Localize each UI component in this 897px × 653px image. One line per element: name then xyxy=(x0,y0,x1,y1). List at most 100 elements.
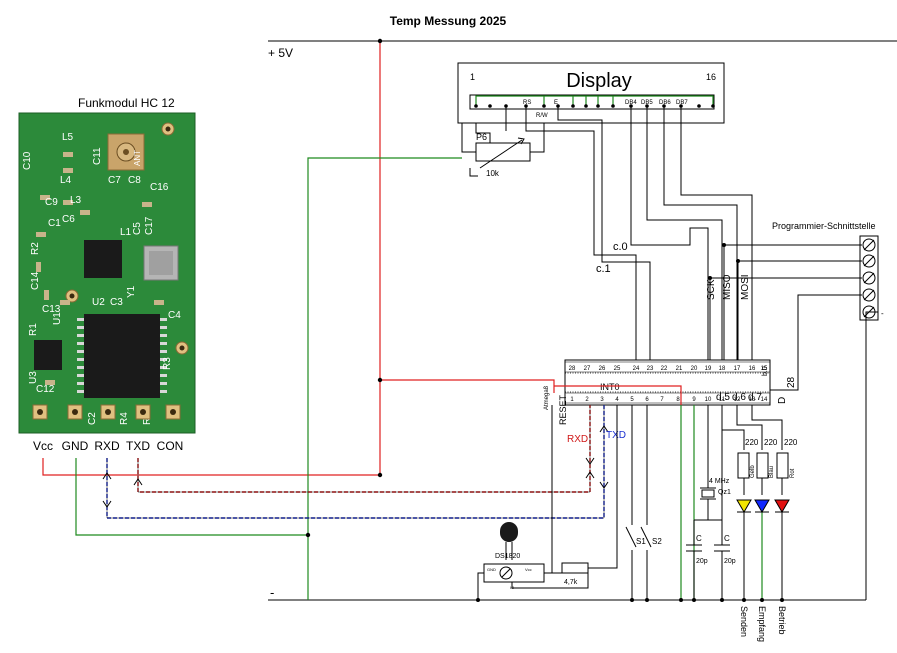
silk-ant: ANT xyxy=(133,150,142,166)
silk-c9: C9 xyxy=(45,197,58,208)
led-red xyxy=(774,499,790,513)
resistor-4k7: 4,7k xyxy=(564,579,578,586)
mcu-top-pin: 22 xyxy=(661,366,668,372)
mcu-top-pin: 17 xyxy=(734,366,741,372)
pot-value: 10k xyxy=(486,169,500,178)
display-e: E xyxy=(554,100,558,106)
mcu-top-pin: 24 xyxy=(633,366,640,372)
module-mcu xyxy=(84,314,160,398)
display-signal-wires xyxy=(505,106,753,360)
prog-header-label: Programmier-Schnittstelle xyxy=(772,221,876,231)
rxd-label: RXD xyxy=(567,434,588,445)
mcu-top-pin: 15 xyxy=(761,366,768,372)
mcu-top-pin: 28 xyxy=(569,366,576,372)
cap2-label: C xyxy=(724,534,730,543)
silk-c7: C7 xyxy=(108,175,121,186)
switch-s2: S2 xyxy=(652,537,662,546)
display-db7: DB7 xyxy=(676,100,688,106)
mcu-bottom-pin: 9 xyxy=(692,397,696,403)
display-label: Display xyxy=(566,70,632,92)
crystal-name: Qz1 xyxy=(718,489,731,496)
net-mosi: MOSI xyxy=(740,274,751,300)
mcu-bottom-pin: 2 xyxy=(585,397,589,403)
silk-l1: L1 xyxy=(120,227,132,238)
display-pin-first: 1 xyxy=(470,72,475,82)
mcu-reset: RESET xyxy=(558,394,568,425)
mcu-bottom-pin: 13 xyxy=(749,397,756,403)
mcu-bottom-pin: 11 xyxy=(719,397,726,403)
silk-l3: L3 xyxy=(70,195,82,206)
silk-c5: C5 xyxy=(132,222,143,235)
module-pin-txd: TXD xyxy=(126,439,150,453)
silk-r4: R4 xyxy=(119,412,130,425)
mcu-bottom-pin: 14 xyxy=(761,397,768,403)
module-pin-con: CON xyxy=(157,439,184,453)
silk-l4: L4 xyxy=(60,175,72,186)
switches xyxy=(588,405,652,600)
sensor-name: DS1820 xyxy=(495,553,520,560)
mcu-bottom-pin: 6 xyxy=(645,397,649,403)
vcc-wires xyxy=(42,41,682,476)
cap1-label: C xyxy=(696,534,702,543)
crystal-section xyxy=(686,405,730,600)
txd-label: TXD xyxy=(606,430,626,441)
cap2-value: 20p xyxy=(724,558,736,565)
silk-r2: R2 xyxy=(30,242,41,255)
silk-u2: U2 xyxy=(92,297,105,308)
silk-u1: U1 xyxy=(52,312,63,325)
mcu-top-pin: 19 xyxy=(705,366,712,372)
module-pin-rxd: RXD xyxy=(94,439,120,453)
mcu-top-pin: 18 xyxy=(719,366,726,372)
mcu-bottom-pin: 7 xyxy=(660,397,664,403)
display-pin-last: 16 xyxy=(706,72,716,82)
silk-c17: C17 xyxy=(144,216,155,235)
power-rails: + 5V - xyxy=(268,40,897,601)
mcu-d6: d.6 xyxy=(732,392,746,403)
display-db6: DB6 xyxy=(659,100,671,106)
module-title: Funkmodul HC 12 xyxy=(78,96,175,110)
silk-c8: C8 xyxy=(128,175,141,186)
mcu-int0: INT0 xyxy=(600,382,620,392)
silk-l5: L5 xyxy=(62,132,74,143)
minus-label: - xyxy=(270,585,274,600)
led-r1-value: 220 xyxy=(745,438,759,447)
silk-c1: C1 xyxy=(48,218,61,229)
silk-c14: C14 xyxy=(30,271,41,290)
cap1-value: 20p xyxy=(696,558,708,565)
silk-c11: C11 xyxy=(92,147,103,165)
mcu-bottom-pin: 3 xyxy=(600,397,604,403)
mcu-d7: d.7 xyxy=(748,392,762,403)
rx-tx-wires xyxy=(106,405,605,519)
led-blue xyxy=(754,499,770,513)
mcu-top-pin: 20 xyxy=(691,366,698,372)
plus-5v-label: + 5V xyxy=(268,46,293,60)
crystal-freq: 4 MHz xyxy=(709,478,730,485)
net-sck: SCK xyxy=(706,279,717,300)
silk-u3: U3 xyxy=(28,371,39,384)
mcu-bottom-pin: 10 xyxy=(705,397,712,403)
silk-c16: C16 xyxy=(150,182,169,193)
lcd-display: Display 1 16 RS R/W E DB4 DB5 DB6 DB7 xyxy=(457,62,725,124)
mcu-top-pin: 21 xyxy=(676,366,683,372)
silk-c13: C13 xyxy=(42,304,61,315)
silk-r1: R1 xyxy=(28,323,39,336)
sensor-vcc: Vcc xyxy=(525,567,532,572)
net-miso: MISO xyxy=(722,274,733,300)
mcu-top-pin: 26 xyxy=(599,366,606,372)
silk-c6: C6 xyxy=(62,214,75,225)
led-r3-value: 220 xyxy=(784,438,798,447)
ds1820-sensor: DS1820 GND Vcc IO 4,7k xyxy=(477,405,589,600)
display-db5: DB5 xyxy=(641,100,653,106)
led-function-empfang: Empfang xyxy=(757,606,767,642)
prog-header-minus: - xyxy=(881,309,884,318)
module-pin-vcc: Vcc xyxy=(33,439,53,453)
mcu-bottom-pin: 1 xyxy=(570,397,574,403)
mcu-top-pin: 25 xyxy=(614,366,621,372)
mcu-bottom-pin: 8 xyxy=(676,397,680,403)
net-c0: c.0 xyxy=(613,241,628,253)
display-db4: DB4 xyxy=(625,100,637,106)
led-yellow xyxy=(736,499,752,513)
mcu-pin28-label: 28 xyxy=(786,376,797,388)
led-function-senden: Senden xyxy=(739,606,749,637)
